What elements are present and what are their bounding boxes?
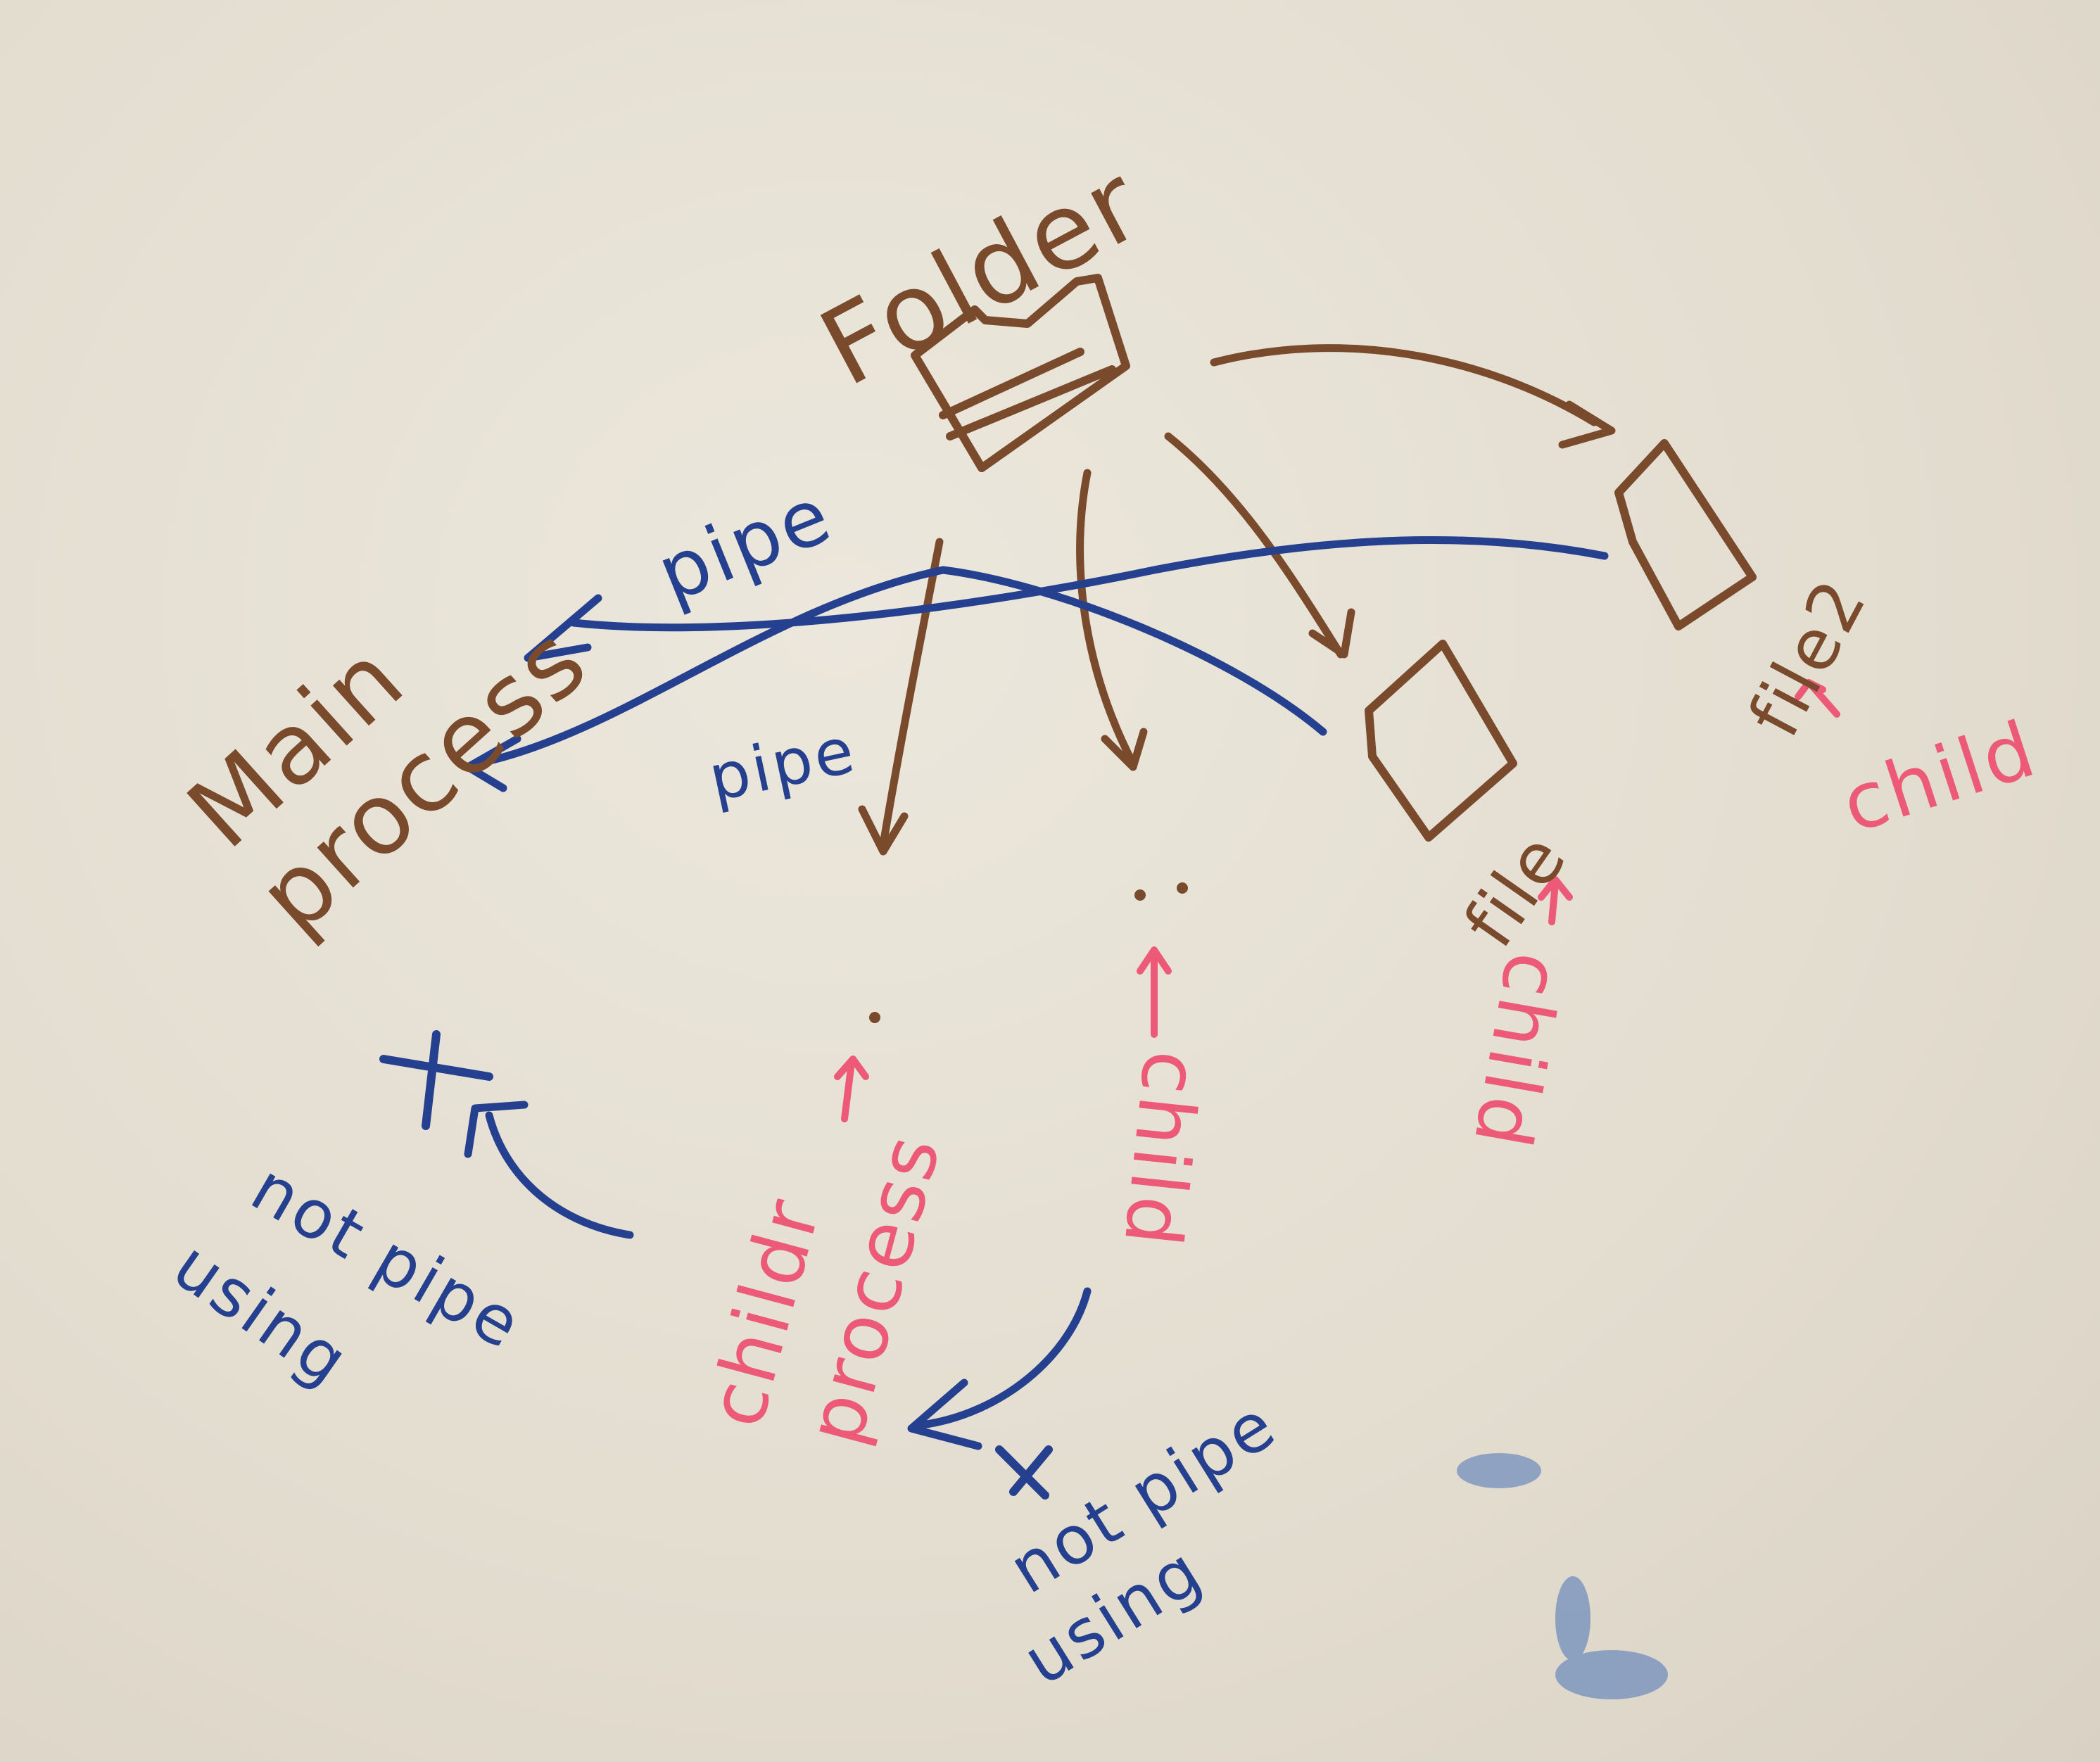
not-pipe-arrow-left	[485, 1111, 634, 1239]
pipe-line-from-file2-head	[524, 594, 602, 662]
folder-icon	[911, 274, 1130, 472]
ink-smudge	[1457, 1453, 1668, 1699]
file-icon	[1365, 640, 1517, 842]
arrow-folder-to-file-head	[1308, 608, 1355, 659]
pointer-childr	[841, 1059, 855, 1122]
arrow-folder-to-child-head	[1101, 728, 1148, 771]
child-label-middle: child	[1106, 1046, 1217, 1253]
pointer-child-file	[1548, 880, 1559, 925]
not-pipe-arrow-bottom	[918, 1287, 1092, 1429]
pointer-child-file-head	[1538, 876, 1573, 901]
pointer-child-file2-head	[1795, 679, 1826, 700]
pointer-childr-head	[834, 1056, 869, 1080]
arrow-folder-to-child	[1076, 469, 1137, 768]
pointer-child-file2	[1809, 683, 1840, 718]
file2-icon	[1614, 439, 1757, 630]
arrow-folder-to-file2-head	[1558, 400, 1616, 449]
not-pipe-arrow-bottom-head	[907, 1378, 982, 1450]
x-mark-icon	[995, 1445, 1053, 1500]
dot-3	[1177, 882, 1188, 894]
pipe-line-from-file2	[569, 535, 1609, 632]
pointer-child-middle-head	[1137, 946, 1172, 975]
dot-2	[1134, 889, 1146, 901]
arrow-folder-to-childr-head	[858, 805, 909, 856]
arrow-folder-to-childr	[879, 538, 944, 849]
x-mark-icon	[379, 1030, 493, 1130]
arrow-folder-to-file2	[1210, 344, 1598, 426]
not-pipe-arrow-left-head	[464, 1101, 529, 1158]
arrow-folder-to-file	[1164, 432, 1345, 659]
dot-1	[869, 1012, 880, 1023]
pipe-line-from-file	[488, 566, 1327, 764]
pipe-line-from-file-head	[464, 735, 521, 792]
